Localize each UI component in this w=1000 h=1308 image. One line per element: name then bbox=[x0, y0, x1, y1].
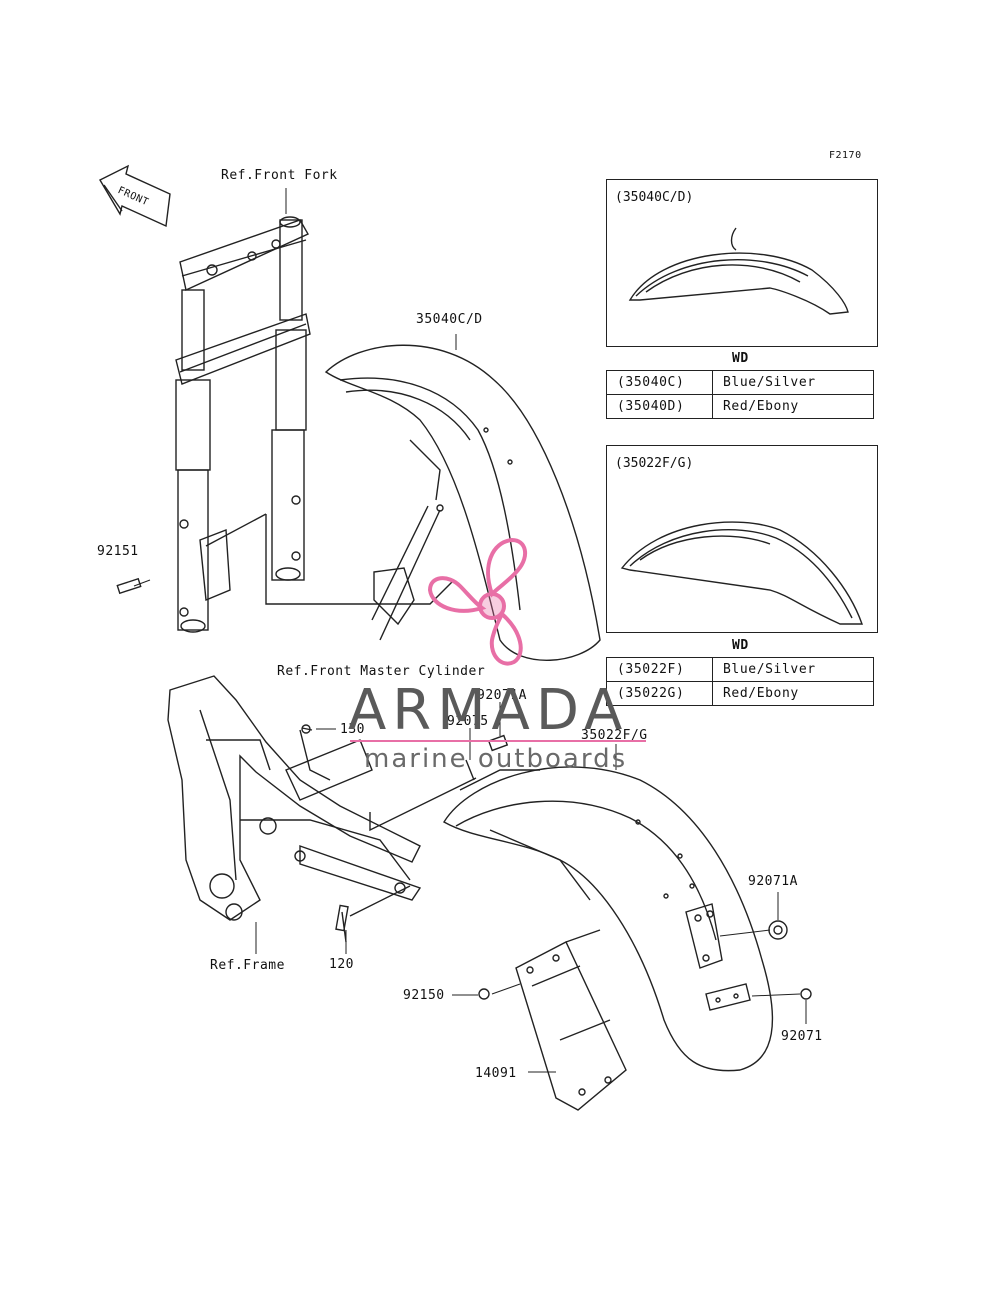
wd-label: WD bbox=[732, 351, 749, 366]
callout-14091: 14091 bbox=[475, 1066, 517, 1081]
color-name: Red/Ebony bbox=[712, 681, 874, 706]
leader-lines bbox=[133, 188, 807, 1073]
ref-front-master-cylinder: Ref.Front Master Cylinder bbox=[277, 664, 486, 679]
callout-130: 130 bbox=[340, 722, 365, 737]
front-fender-drawing bbox=[324, 344, 601, 661]
watermark-tagline: marine outboards bbox=[364, 744, 628, 774]
callout-92075: 92075 bbox=[447, 714, 489, 729]
color-table-rear-fender: (35022F) Blue/Silver (35022G) Red/Ebony bbox=[606, 657, 874, 706]
fender-bracket-drawing bbox=[515, 929, 627, 1111]
table-row: (35022F) Blue/Silver bbox=[606, 657, 874, 682]
part-code: (35040D) bbox=[606, 394, 713, 419]
part-code: (35022G) bbox=[606, 681, 713, 706]
variant-caption: (35022F/G) bbox=[615, 456, 694, 471]
color-name: Blue/Silver bbox=[712, 657, 874, 682]
inset-front-fender bbox=[628, 227, 849, 315]
color-table-front-fender: (35040C) Blue/Silver (35040D) Red/Ebony bbox=[606, 370, 874, 419]
callout-92071a-top: 92071A bbox=[477, 688, 527, 703]
callout-35040: 35040C/D bbox=[416, 312, 483, 327]
color-name: Blue/Silver bbox=[712, 370, 874, 395]
callout-35022: 35022F/G bbox=[581, 728, 648, 743]
callout-92150: 92150 bbox=[403, 988, 445, 1003]
color-name: Red/Ebony bbox=[712, 394, 874, 419]
part-code: (35022F) bbox=[606, 657, 713, 682]
callout-92151: 92151 bbox=[97, 544, 139, 559]
variant-box-rear-fender: (35022F/G) bbox=[606, 445, 878, 633]
front-arrow-icon bbox=[99, 164, 171, 228]
front-fork-drawing bbox=[175, 216, 455, 633]
table-row: (35040D) Red/Ebony bbox=[606, 394, 874, 419]
callout-92071a-right: 92071A bbox=[748, 874, 798, 889]
inset-rear-fender bbox=[620, 521, 863, 625]
watermark-brand: ARMADA bbox=[348, 678, 629, 743]
figure-code: F2170 bbox=[829, 150, 862, 161]
table-row: (35040C) Blue/Silver bbox=[606, 370, 874, 395]
wd-label: WD bbox=[732, 638, 749, 653]
variant-box-front-fender: (35040C/D) bbox=[606, 179, 878, 347]
ref-frame: Ref.Frame bbox=[210, 958, 285, 973]
callout-120: 120 bbox=[329, 957, 354, 972]
variant-caption: (35040C/D) bbox=[615, 190, 694, 205]
watermark-propeller-icon bbox=[427, 537, 528, 666]
ref-front-fork: Ref.Front Fork bbox=[221, 168, 338, 183]
callout-92071: 92071 bbox=[781, 1029, 823, 1044]
part-code: (35040C) bbox=[606, 370, 713, 395]
table-row: (35022G) Red/Ebony bbox=[606, 681, 874, 706]
frame-drawing bbox=[167, 675, 477, 943]
watermark-rule bbox=[350, 740, 646, 742]
